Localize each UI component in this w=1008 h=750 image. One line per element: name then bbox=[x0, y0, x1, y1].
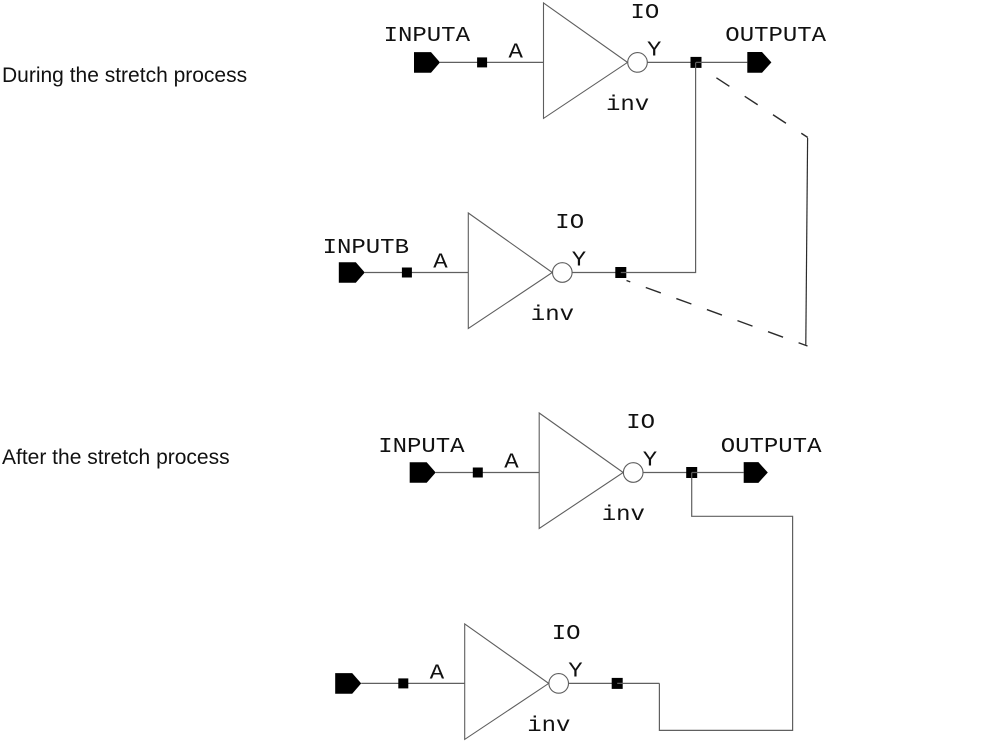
svg-text:OUTPUTA: OUTPUTA bbox=[721, 434, 822, 458]
svg-text:OUTPUTA: OUTPUTA bbox=[725, 23, 826, 47]
svg-text:After the stretch process: After the stretch process bbox=[2, 446, 230, 469]
svg-text:INPUTA: INPUTA bbox=[384, 23, 471, 47]
svg-text:INPUTA: INPUTA bbox=[378, 434, 465, 458]
svg-text:During the stretch process: During the stretch process bbox=[2, 64, 247, 87]
svg-text:INPUTB: INPUTB bbox=[323, 235, 409, 259]
